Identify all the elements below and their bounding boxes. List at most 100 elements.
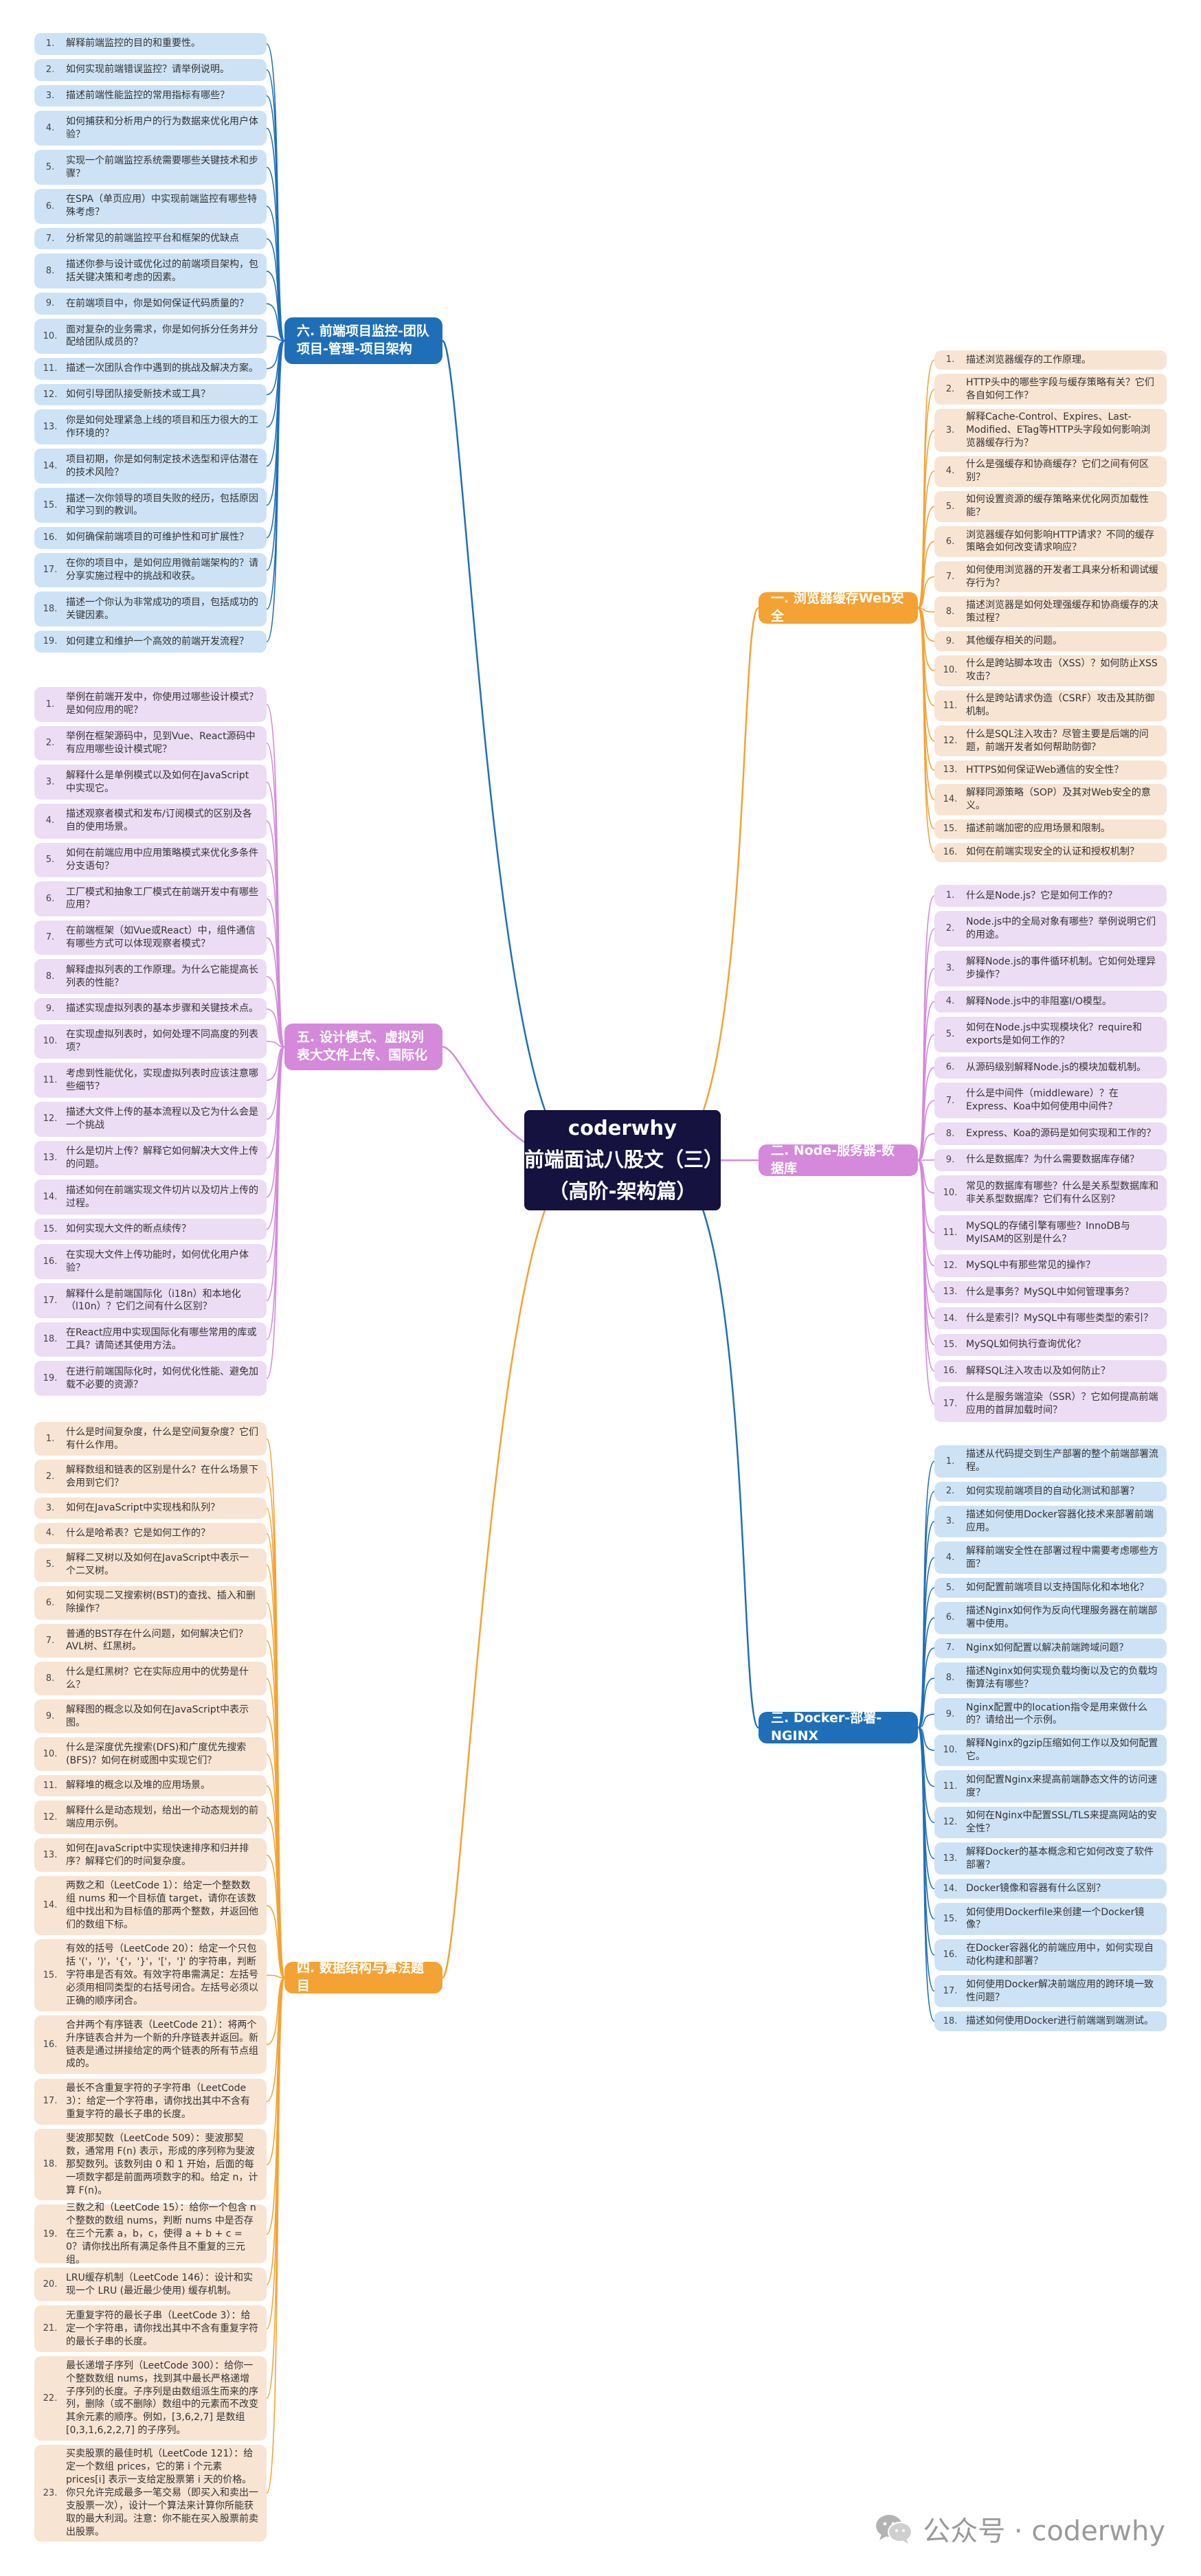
item-text: 解释图的概念以及如何在JavaScript中表示图。 [66, 1704, 249, 1728]
edge-item-b4-13 [266, 1854, 285, 1978]
item-text: 项目初期，你是如何制定技术选型和评估潜在的技术风险？ [66, 453, 258, 478]
list-item: 17.在你的项目中，是如何应用微前端架构的？请分享实施过程中的挑战和收获。 [34, 552, 267, 588]
item-text: LRU缓存机制（LeetCode 146）：设计和实现一个 LRU (最近最少使… [66, 2272, 254, 2296]
list-item: 16.如何在前端实现安全的认证和授权机制？ [934, 842, 1167, 862]
item-text: 什么是切片上传？解释它如何解决大文件上传的问题。 [66, 1145, 258, 1170]
item-text: 什么是时间复杂度，什么是空间复杂度？它们有什么作用。 [66, 1426, 258, 1451]
edge-item-b6-19 [266, 340, 285, 642]
list-item: 7. 什么是中间件（middleware）？在Express、Koa中如何使用中间… [934, 1083, 1167, 1119]
branch-node-b4: 四. 数据结构与算法题目 [284, 1961, 442, 1993]
item-text: Docker镜像和容器有什么区别？ [966, 1883, 1106, 1895]
edge-center-b4 [441, 1159, 582, 1979]
item-text: 合并两个有序链表（LeetCode 21）：将两个升序链表合并为一个新的升序链表… [66, 2019, 258, 2070]
list-item: 7.Nginx如何配置以解决前端跨域问题？ [934, 1638, 1167, 1658]
item-text: 如何使用浏览器的开发者工具来分析和调试缓存行为？ [966, 564, 1158, 589]
item-text: 在你的项目中，是如何应用微前端架构的？请分享实施过程中的挑战和收获。 [66, 558, 258, 582]
edge-item-b3-14 [917, 1727, 935, 1890]
list-item: 22.最长递增子序列（LeetCode 300）：给你一个整数数组 nums，找… [34, 2356, 267, 2441]
item-text: 在前端项目中，你是如何保证代码质量的？ [66, 297, 249, 309]
item-text: MySQL中有那些常见的操作？ [966, 1260, 1096, 1272]
list-item: 21.无重复字符的最长子串（LeetCode 3）：给定一个字符串，请你找出其中… [34, 2305, 267, 2352]
list-item: 11.如何配置Nginx来提高前端静态文件的访问速度？ [934, 1770, 1167, 1803]
list-item: 15.如何使用Dockerfile来创建一个Docker镜像？ [934, 1903, 1167, 1935]
item-number: 19. [43, 1372, 58, 1383]
item-text: 如何实现前端错误监控？请举例说明。 [66, 64, 229, 76]
item-number: 9. [45, 1710, 55, 1721]
edge-item-b4-23 [266, 1977, 285, 2494]
item-text: 从源码级别解释Node.js的模块加载机制。 [966, 1061, 1147, 1073]
item-number: 18. [943, 2015, 958, 2026]
edge-item-b2-2 [917, 928, 935, 1161]
item-number: 16. [943, 1950, 958, 1961]
list-item: 14.Docker镜像和容器有什么区别？ [934, 1879, 1167, 1899]
list-item: 15.MySQL如何执行查询优化？ [934, 1333, 1167, 1356]
edge-item-b6-6 [266, 205, 285, 341]
list-item: 6.描述Nginx如何作为反向代理服务器在前端部署中使用。 [934, 1601, 1167, 1634]
item-text: Express、Koa的源码是如何实现和工作的？ [966, 1127, 1156, 1139]
item-text: MySQL的存储引擎有哪些？InnoDB与MyISAM的区别是什么？ [966, 1220, 1130, 1245]
item-number: 3. [45, 776, 55, 787]
list-item: 19.三数之和（LeetCode 15）：给你一个包含 n 个整数的数组 num… [34, 2202, 267, 2266]
item-text: 什么是深度优先搜索(DFS)和广度优先搜索(BFS)？如何在树或图中实现它们？ [66, 1741, 247, 1766]
item-text: 描述前端加密的应用场景和限制。 [966, 823, 1110, 835]
list-item: 5.解释二叉树以及如何在JavaScript中表示一个二叉树。 [34, 1548, 267, 1582]
item-number: 7. [945, 1095, 955, 1106]
item-number: 19. [43, 636, 58, 647]
list-item: 3.解释Cache-Control、Expires、Last-Modified、… [934, 409, 1167, 452]
edge-item-b5-19 [266, 1046, 285, 1379]
center-title: coderwhy [568, 1116, 677, 1140]
branch-items-b5: 1.举例在前端开发中，你使用过哪些设计模式？是如何应用的呢？2.举例在框架源码中… [34, 687, 267, 1396]
item-number: 19. [43, 2228, 58, 2239]
list-item: 3. 解释什么是单例模式以及如何在JavaScript中实现它。 [34, 765, 267, 800]
list-item: 6.浏览器缓存如何影响HTTP请求？不同的缓存策略会如何改变请求响应？ [934, 526, 1167, 558]
list-item: 5.如何配置前端项目以支持国际化和本地化？ [934, 1577, 1167, 1598]
edge-item-b1-16 [917, 607, 935, 853]
item-text: 在SPA（单页应用）中实现前端监控有哪些特殊考虑？ [66, 194, 258, 218]
item-text: 描述大文件上传的基本流程以及它为什么会是一个挑战 [66, 1107, 258, 1131]
list-item: 15.有效的括号（LeetCode 20）：给定一个只包括 '('，')'，'{… [34, 1939, 267, 2011]
item-text: 解释Docker的基本概念和它如何改变了软件部署？ [966, 1846, 1154, 1871]
list-item: 23.买卖股票的最佳时机（LeetCode 121）：给定一个数组 prices… [34, 2444, 267, 2542]
edge-item-b3-3 [917, 1521, 935, 1728]
list-item: 19.如何建立和维护一个高效的前端开发流程？ [34, 631, 267, 653]
list-item: 14.解释同源策略（SOP）及其对Web安全的意义。 [934, 784, 1167, 815]
list-item: 17.如何使用Docker解决前端应用的跨环境一致性问题？ [934, 1975, 1167, 2007]
list-item: 19.在进行前端国际化时，如何优化性能、避免加载不必要的资源？ [34, 1361, 267, 1396]
edge-item-b1-12 [917, 607, 935, 742]
list-item: 7.如何使用浏览器的开发者工具来分析和调试缓存行为？ [934, 561, 1167, 593]
item-number: 6. [945, 1612, 955, 1623]
item-text: 最长不含重复字符的子字符串（LeetCode 3）：给定一个字符串，请你找出其中… [66, 2082, 250, 2120]
item-number: 4. [945, 1552, 955, 1563]
wechat-icon [875, 2513, 913, 2544]
list-item: 14.两数之和（LeetCode 1）：给定一个整数数组 nums 和一个目标值… [34, 1876, 267, 1936]
edge-item-b1-3 [917, 429, 935, 609]
item-text: 解释什么是单例模式以及如何在JavaScript中实现它。 [66, 769, 249, 794]
item-number: 8. [945, 607, 955, 618]
list-item: 8.解释虚拟列表的工作原理。为什么它能提高长列表的性能？ [34, 959, 267, 995]
edge-item-b3-18 [917, 1727, 935, 2022]
item-text: 什么是强缓存和协商缓存？它们之间有何区别？ [966, 459, 1149, 484]
item-number: 18. [43, 2159, 58, 2170]
item-number: 5. [945, 501, 955, 512]
item-number: 10. [943, 1187, 958, 1198]
item-number: 8. [45, 266, 55, 277]
item-text: 描述Nginx如何实现负载均衡以及它的负载均衡算法有哪些？ [966, 1666, 1158, 1690]
item-text: 其他缓存相关的问题。 [966, 635, 1062, 647]
item-number: 13. [943, 1287, 958, 1298]
edge-item-b4-22 [266, 1977, 285, 2399]
list-item: 8.描述浏览器是如何处理强缓存和协商缓存的决策过程？ [934, 596, 1167, 628]
item-text: 什么是中间件（middleware）？在Express、Koa中如何使用中间件？ [966, 1088, 1119, 1113]
list-item: 4.解释Node.js中的非阻塞I/O模型。 [934, 990, 1167, 1013]
list-item: 11.描述一次团队合作中遇到的挑战及解决方案。 [34, 357, 267, 380]
branch-items-b6: 1.解释前端监控的目的和重要性。2.如何实现前端错误监控？请举例说明。3.描述前… [34, 33, 267, 653]
list-item: 4.什么是强缓存和协商缓存？它们之间有何区别？ [934, 455, 1167, 487]
list-item: 3.如何在JavaScript中实现栈和队列？ [34, 1498, 267, 1519]
item-text: 什么是事务？MySQL中如何管理事务？ [966, 1286, 1134, 1298]
list-item: 18.在React应用中实现国际化有哪些常用的库或工具？请简述其使用方法。 [34, 1322, 267, 1357]
item-number: 6. [45, 1597, 55, 1608]
list-item: 16.合并两个有序链表（LeetCode 21）：将两个升序链表合并为一个新的升… [34, 2015, 267, 2075]
edge-item-b2-10 [917, 1160, 935, 1194]
item-number: 15. [43, 1969, 58, 1980]
item-text: 如何捕获和分析用户的行为数据来优化用户体验？ [66, 115, 258, 140]
list-item: 2.举例在框架源码中，见到Vue、React源码中有应用哪些设计模式呢？ [34, 725, 267, 761]
